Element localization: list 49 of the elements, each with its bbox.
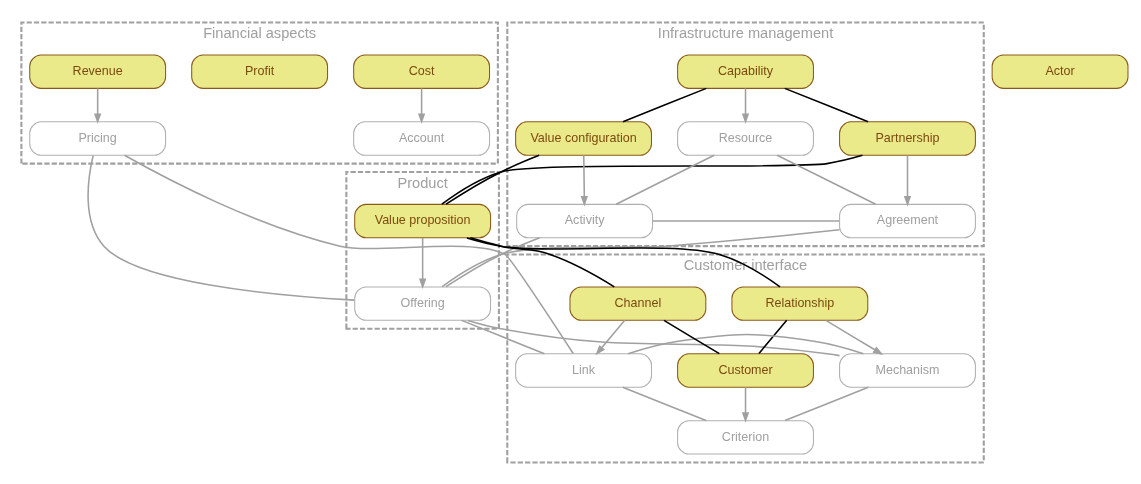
arrow [580,154,588,207]
connector [758,319,788,354]
node-box: Offering [354,285,492,321]
arrow [417,87,426,124]
node-box: Relationship [731,285,869,321]
node-box: Link [515,352,652,388]
node-box: Cost [353,53,491,89]
connector [627,333,865,354]
connector [441,154,864,205]
connector [467,319,841,356]
arrow [94,87,102,124]
connector [460,319,546,354]
node-box: Customer [677,352,814,388]
connector [622,385,707,421]
arrow [741,87,750,124]
connector [651,219,841,222]
node-box: Value configuration [515,120,652,156]
arrow [903,154,912,207]
connector [123,154,574,354]
connector [87,154,356,301]
node-box: Value proposition [354,203,492,238]
node-box: Mechanism [839,352,976,388]
node-box: Revenue [29,53,167,89]
node-box: Partnership [839,120,976,156]
node-box: Pricing [29,120,167,156]
connector [622,87,708,122]
connector [445,154,541,205]
node-box: Capability [677,53,814,89]
node-box: Actor [991,53,1129,89]
connector [663,319,721,354]
connector [776,154,877,205]
arrow [825,319,884,355]
connector [783,87,869,122]
connector [466,236,781,288]
arrow [595,319,626,355]
node-box: Channel [569,285,707,321]
arrow [418,236,427,289]
arrow [741,385,750,423]
node-box: Profit [191,53,329,89]
connector [469,236,616,288]
node-box: Resource [677,120,814,156]
connector [441,228,841,287]
node-box: Activity [516,203,654,238]
connector [445,236,541,287]
connector [615,154,715,205]
node-box: Account [353,120,491,156]
connector [784,385,870,421]
node-box: Criterion [677,419,814,455]
node-box: Agreement [839,203,976,238]
